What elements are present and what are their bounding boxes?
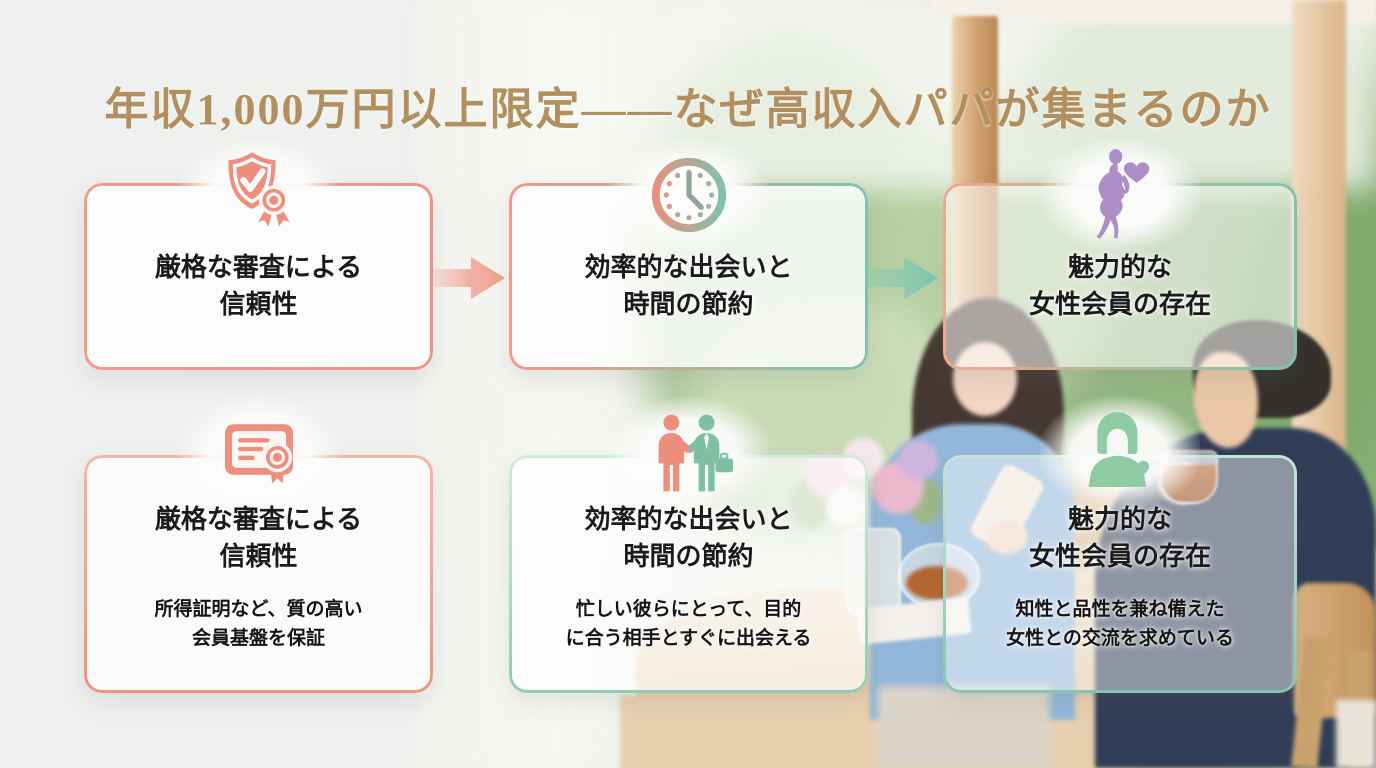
- card-title-line: 厳格な審査による: [154, 252, 363, 282]
- page-title: 年収1,000万円以上限定——なぜ高収入パパが集まるのか: [104, 85, 1272, 135]
- card-title-line: 効率的な出会いと: [584, 504, 793, 534]
- card-description: 知性と品性を兼ね備えた 女性との交流を求めている: [1006, 595, 1234, 654]
- card-title: 厳格な審査による 信頼性: [155, 501, 362, 575]
- card-desc-line: 知性と品性を兼ね備えた: [1015, 598, 1225, 620]
- photo-woman-skirt: [878, 686, 1050, 768]
- card-attractive-members-detail: 魅力的な 女性会員の存在 知性と品性を兼ね備えた 女性との交流を求めている: [943, 397, 1297, 693]
- card-desc-line: に合う相手とすぐに出会える: [565, 628, 812, 650]
- card-title: 効率的な出会いと 時間の節約: [584, 501, 792, 575]
- card-title-line: 女性会員の存在: [1028, 540, 1211, 571]
- card-title: 魅力的な 女性会員の存在: [1029, 501, 1211, 575]
- card-desc-line: 忙しい彼らにとって、目的: [575, 598, 802, 620]
- card-description: 所得証明など、質の高い 会員基盤を保証: [154, 595, 362, 654]
- card-desc-line: 会員基盤を保証: [191, 628, 325, 650]
- certificate-ribbon-icon: [178, 397, 339, 509]
- card-attractive-members-top: 魅力的な 女性会員の存在: [943, 139, 1297, 370]
- clock-icon: [608, 139, 769, 251]
- card-title-line: 信頼性: [219, 540, 298, 571]
- card-title-line: 効率的な出会いと: [584, 252, 793, 282]
- card-title-line: 時間の節約: [623, 540, 754, 571]
- card-title-line: 厳格な審査による: [154, 504, 363, 534]
- photo-floor: [1336, 700, 1376, 768]
- arrow-right-icon: [866, 257, 938, 299]
- card-title: 効率的な出会いと 時間の節約: [584, 249, 792, 323]
- card-title-line: 時間の節約: [623, 288, 754, 319]
- shield-check-medal-icon: [178, 139, 339, 251]
- photo-flower: [898, 440, 938, 480]
- woman-bust-heart-icon: [1040, 397, 1200, 509]
- card-efficient-meeting-top: 効率的な出会いと 時間の節約: [509, 139, 868, 370]
- card-strict-screening-top: 厳格な審査による 信頼性: [84, 139, 433, 370]
- woman-silhouette-heart-icon: [1040, 139, 1200, 251]
- card-description: 忙しい彼らにとって、目的 に合う相手とすぐに出会える: [566, 595, 812, 654]
- card-title-line: 魅力的な: [1067, 504, 1172, 534]
- card-strict-screening-detail: 厳格な審査による 信頼性 所得証明など、質の高い 会員基盤を保証: [84, 397, 433, 693]
- card-title-line: 魅力的な: [1067, 252, 1172, 282]
- card-efficient-meeting-detail: 効率的な出会いと 時間の節約 忙しい彼らにとって、目的 に合う相手とすぐに出会え…: [509, 397, 868, 693]
- card-desc-line: 女性との交流を求めている: [1006, 628, 1234, 650]
- card-title: 魅力的な 女性会員の存在: [1029, 249, 1211, 323]
- arrow-right-icon: [433, 257, 505, 299]
- handshake-people-icon: [608, 397, 769, 509]
- card-desc-line: 所得証明など、質の高い: [154, 598, 363, 620]
- card-title: 厳格な審査による 信頼性: [155, 249, 362, 323]
- card-title-line: 信頼性: [219, 288, 298, 319]
- card-title-line: 女性会員の存在: [1028, 288, 1211, 319]
